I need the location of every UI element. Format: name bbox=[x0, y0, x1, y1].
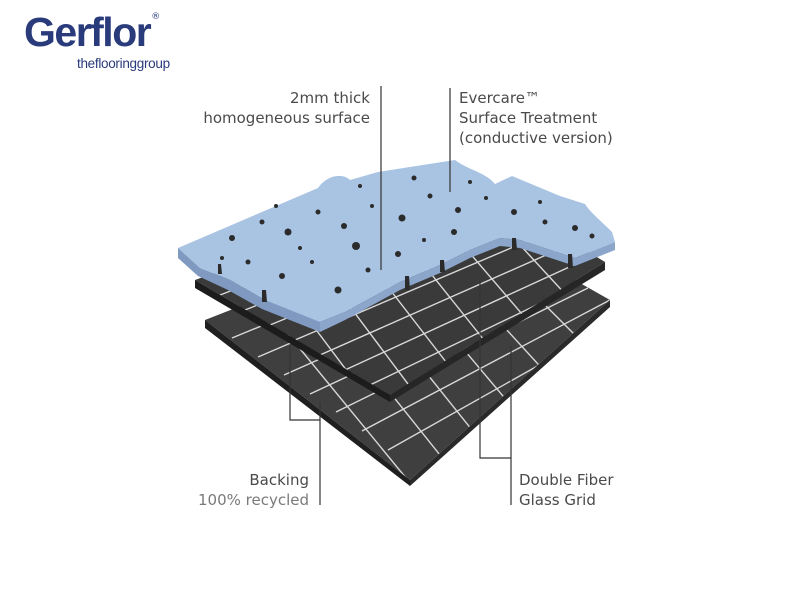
backing-callout-line-2 bbox=[289, 346, 320, 421]
surface-label: 2mm thick homogeneous surface bbox=[203, 88, 370, 128]
surface-label-line2: homogeneous surface bbox=[203, 109, 370, 127]
surface-speckles bbox=[220, 175, 595, 294]
treatment-label-line2: Surface Treatment bbox=[459, 109, 598, 127]
grid-callout-line-2 bbox=[479, 282, 511, 459]
surface-label-line1: 2mm thick bbox=[289, 89, 370, 107]
logo-registered-mark: ® bbox=[151, 12, 161, 22]
treatment-label: Evercare™ Surface Treatment (conductive … bbox=[459, 88, 613, 148]
backing-label-line2: 100% recycled bbox=[197, 491, 309, 509]
conductive-drips bbox=[218, 238, 573, 302]
treatment-label-line3: (conductive version) bbox=[459, 129, 613, 147]
grid-label-line1: Double Fiber bbox=[519, 471, 614, 489]
homogeneous-surface-layer bbox=[178, 160, 615, 332]
backing-label: Backing 100% recycled bbox=[198, 470, 309, 510]
gerflor-logo: Gerflor® theflooringgroup bbox=[24, 9, 170, 72]
callout-lines bbox=[289, 86, 512, 505]
logo-brand: Gerflor bbox=[24, 9, 152, 55]
treatment-label-line1: Evercare™ bbox=[459, 89, 540, 107]
backing-label-line1: Backing bbox=[249, 471, 309, 489]
grid-label: Double Fiber Glass Grid bbox=[519, 470, 614, 510]
logo-tagline: theflooringgroup bbox=[77, 56, 170, 71]
grid-label-line2: Glass Grid bbox=[519, 491, 596, 509]
